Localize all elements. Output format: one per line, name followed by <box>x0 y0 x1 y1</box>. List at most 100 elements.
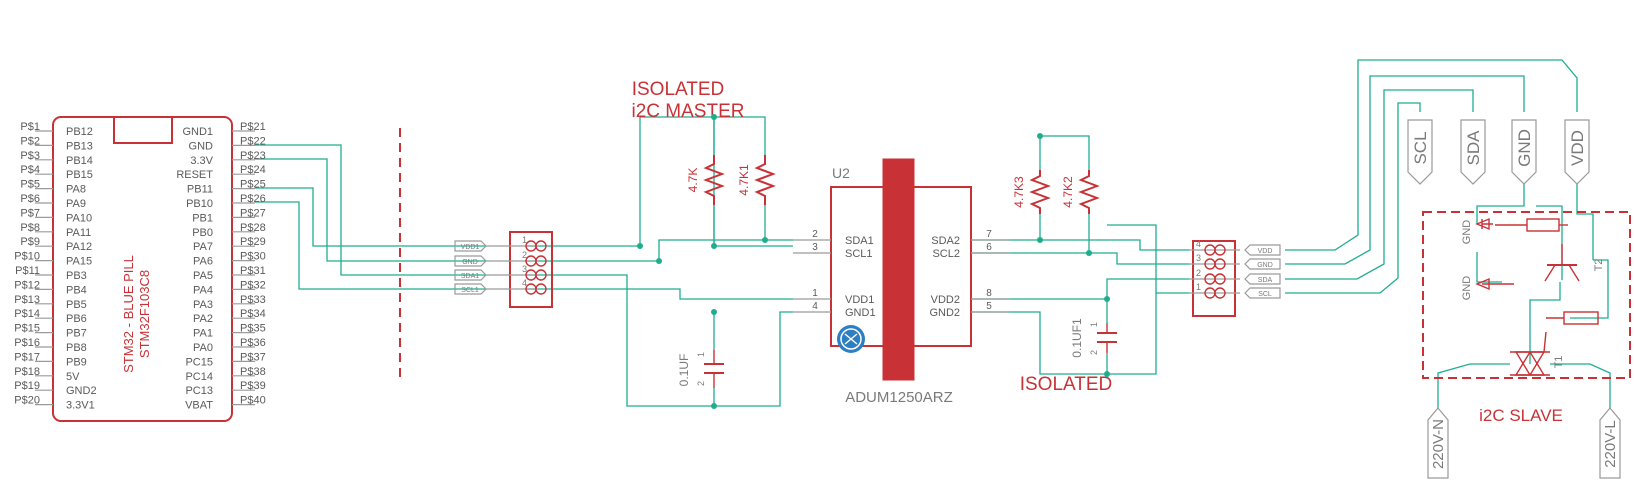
capacitor-0-1uf: 1 2 0.1UF <box>677 350 724 388</box>
u2-right-pin-number: 8 <box>986 288 992 299</box>
connector-left-net-flag <box>454 255 487 267</box>
connector-right-pin-socket <box>1214 273 1226 285</box>
triac-t1: T1 <box>1510 331 1565 377</box>
stm32-right-pin-label: PC14 <box>185 371 213 383</box>
stm32-left-pin-label: PA12 <box>66 241 92 253</box>
resistor-4-7k3-label: 4.7K3 <box>1012 176 1026 208</box>
stm32-right-pin-number: P$39 <box>240 380 266 392</box>
connector-left-pin-number: 2 <box>522 250 527 260</box>
junction-dot <box>711 403 717 409</box>
stm32-left-pin-number: P$17 <box>14 351 40 363</box>
u2-left-pin-label: SDA1 <box>845 235 874 247</box>
stm32-right-pin-label: GND1 <box>182 126 213 138</box>
connector-right-pin-number: 1 <box>1196 282 1201 292</box>
u2-ref: U2 <box>832 165 850 181</box>
stm32-right-pin-label: PB0 <box>192 227 213 239</box>
u2-left-pin-label: VDD1 <box>845 294 874 306</box>
stm32-right-pin-label: GND <box>189 140 214 152</box>
connector-left-pin-socket <box>535 255 547 267</box>
junction-dot <box>711 309 717 315</box>
stm32-right-pin-label: PA0 <box>193 342 213 354</box>
stm32-left-pin-number: P$10 <box>14 251 40 263</box>
stm32-left-pin-number: P$18 <box>14 366 40 378</box>
junction-dot <box>1104 296 1110 302</box>
stm32-left-pin-number: P$5 <box>20 179 40 191</box>
u2-right-pin-label: GND2 <box>929 307 960 319</box>
master-title-line1: ISOLATED <box>632 79 725 100</box>
stm32-left-pin-number: P$16 <box>14 337 40 349</box>
connector-right-flag-label: SCL <box>1258 291 1272 298</box>
junction-dot <box>1104 371 1110 377</box>
stm32-left-pin-label: PA10 <box>66 212 92 224</box>
gnd-bottom-label: GND <box>1461 276 1473 301</box>
connector-left-flag-label: VDD1 <box>461 244 480 251</box>
stm32-right-pin-number: P$35 <box>240 323 266 335</box>
stm32-left-pin-number: P$11 <box>15 265 40 277</box>
stm32-right-pin-label: PA6 <box>193 256 213 268</box>
resistor-4-7k2-label: 4.7K2 <box>1061 176 1075 208</box>
stm32-left-pin-label: PB6 <box>66 313 87 325</box>
stm32-left-pin-number: P$15 <box>14 323 40 335</box>
stm32-right-pin-label: RESET <box>176 169 213 181</box>
capacitor-left-pin1: 1 <box>696 352 706 357</box>
junction-dot <box>711 243 717 249</box>
u2-part: ADUM1250ARZ <box>845 389 953 406</box>
stm32-right-pin-number: P$26 <box>240 193 266 205</box>
slave-resistor-top <box>1526 218 1560 232</box>
connector-right-net-flag <box>1244 273 1281 285</box>
stm32-left-pin-label: PB8 <box>66 342 87 354</box>
isolation-bar <box>882 158 915 381</box>
stm32-right-pin-label: PA4 <box>193 284 213 296</box>
connector-right-flag-label: GND <box>1257 262 1273 269</box>
stm32-left-pin-number: P$14 <box>14 308 40 320</box>
stm32-left-pin-number: P$4 <box>20 164 40 176</box>
stm32-left-pin-label: PB15 <box>66 169 93 181</box>
u2-left-pin-label: GND1 <box>845 307 876 319</box>
stm32-right-pin-number: P$23 <box>240 150 266 162</box>
u2-right-pin-number: 6 <box>986 242 992 253</box>
u2-left-pin-label: SCL1 <box>845 248 873 260</box>
u2-left-pin-number: 4 <box>812 301 818 312</box>
resistor-4-7k: 4.7K <box>686 155 725 205</box>
connector-left-pin-number: 4 <box>522 278 527 288</box>
connector-left-net-flag <box>454 269 487 281</box>
stm32-right-pin-label: PA3 <box>193 299 213 311</box>
connector-right-net-flag <box>1244 287 1281 299</box>
slave-net-flag-label: GND <box>1515 129 1534 167</box>
stm32-right-pin-number: P$24 <box>240 164 266 176</box>
stm32-left-pin-label: PB14 <box>66 155 93 167</box>
stm32-right-pin-label: PB11 <box>187 184 213 196</box>
stm32-right-pin-number: P$30 <box>240 251 266 263</box>
capacitor-0-1uf1: 1 2 0.1UF1 <box>1070 318 1117 358</box>
stm32-right-pin-number: P$37 <box>240 351 266 363</box>
connector-right-flag-label: VDD <box>1258 248 1273 255</box>
stm32-right-pin-label: PC15 <box>185 356 213 368</box>
stm32-left-pin-label: PB13 <box>66 140 93 152</box>
mains-n-label: 220V-N <box>1430 419 1447 469</box>
connector-right-pin-number: 2 <box>1196 268 1201 278</box>
isolated-label: ISOLATED <box>1020 374 1113 395</box>
stm32-right-pin-number: P$31 <box>240 265 266 277</box>
gnd-arrow-icon-2: GND <box>1461 276 1514 301</box>
stm32-left-pin-label: 5V <box>66 371 80 383</box>
stm32-right-pin-number: P$40 <box>240 395 266 407</box>
slave-box <box>1422 211 1631 379</box>
connector-right-flag-label: SDA <box>1258 277 1273 284</box>
stm32-left-pin-number: P$7 <box>20 207 40 219</box>
capacitor-left-pin2: 2 <box>696 381 706 386</box>
stm32-left-pin-number: P$1 <box>20 121 40 133</box>
connector-left-body <box>509 231 553 308</box>
stm32-right-pin-label: PB10 <box>186 198 213 210</box>
t1-label: T1 <box>1553 356 1565 369</box>
stm32-left-pin-label: PA11 <box>66 227 91 239</box>
connector-left-pin-socket <box>535 269 547 281</box>
connector-left-pin-number: 3 <box>522 264 527 274</box>
capacitor-left-label: 0.1UF <box>677 354 691 387</box>
stm32-right-pin-label: 3.3V <box>190 155 213 167</box>
stm32-left-pin-label: PB7 <box>66 328 87 340</box>
